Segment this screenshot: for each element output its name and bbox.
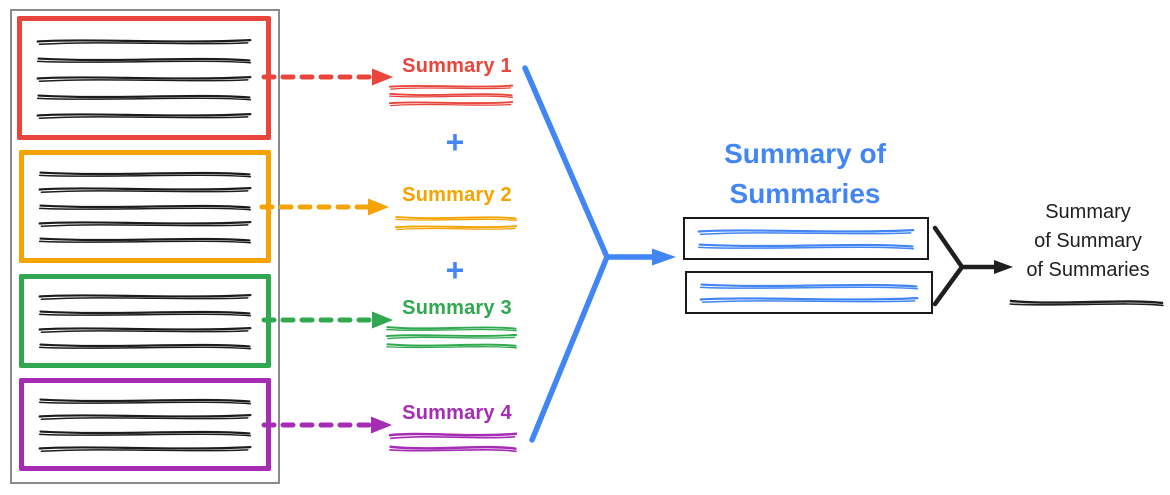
text-scribble-line bbox=[38, 446, 252, 453]
text-scribble-line bbox=[699, 283, 919, 290]
summary-3-scribble bbox=[385, 326, 518, 349]
doc-chunk-3 bbox=[19, 274, 271, 368]
merge-arrowhead bbox=[652, 248, 676, 266]
text-scribble-line bbox=[36, 38, 252, 45]
summary-3-label: Summary 3 bbox=[402, 297, 512, 319]
arrow-chunk3-to-summary3 bbox=[261, 311, 393, 329]
final-summary-scribble bbox=[1008, 299, 1165, 307]
summary-2-label: Summary 2 bbox=[402, 184, 512, 206]
arrow-chunk2-to-summary2 bbox=[259, 198, 389, 216]
arrow-chunk4-to-summary4 bbox=[261, 416, 392, 434]
summary-of-summaries-box-1 bbox=[683, 217, 929, 260]
summary-1-scribble bbox=[388, 84, 514, 107]
doc-chunk-4 bbox=[19, 378, 271, 471]
doc-chunk-1 bbox=[17, 16, 271, 140]
text-scribble-line bbox=[36, 112, 252, 119]
final-summary-line-1: Summary bbox=[1045, 201, 1131, 223]
final-merge-arrowhead bbox=[994, 260, 1013, 274]
final-merge-arrow bbox=[932, 225, 998, 307]
text-scribble-line bbox=[38, 310, 252, 318]
text-scribble-line bbox=[38, 398, 252, 405]
text-scribble-line bbox=[38, 326, 252, 333]
summary-of-summaries-box-2 bbox=[685, 271, 933, 314]
summary-1-label: Summary 1 bbox=[402, 55, 512, 77]
doc-chunk-2 bbox=[19, 150, 271, 263]
text-scribble-line bbox=[38, 237, 252, 245]
text-scribble-line bbox=[38, 414, 252, 421]
text-scribble-line bbox=[36, 57, 252, 64]
final-summary-line-3: of Summaries bbox=[1026, 259, 1150, 281]
text-scribble-line bbox=[38, 187, 252, 194]
text-scribble-line bbox=[38, 294, 252, 301]
text-scribble-line bbox=[38, 430, 252, 437]
text-scribble-line bbox=[36, 75, 252, 82]
text-scribble-line bbox=[38, 220, 252, 227]
summary-4-label: Summary 4 bbox=[402, 402, 512, 424]
text-scribble-line bbox=[697, 243, 915, 250]
summary-4-scribble bbox=[388, 432, 518, 453]
final-summary-label: Summary of Summary of Summaries bbox=[1013, 198, 1163, 285]
summary-of-summaries-title: Summary of Summaries bbox=[724, 138, 886, 209]
arrow-chunk1-to-summary1 bbox=[261, 68, 393, 86]
plus-operator-1: + bbox=[445, 124, 465, 160]
text-scribble-line bbox=[38, 171, 252, 178]
summary-2-scribble bbox=[394, 216, 518, 231]
text-scribble-line bbox=[36, 94, 252, 101]
plus-operator-2: + bbox=[445, 252, 465, 288]
merge-arrow bbox=[522, 65, 656, 443]
final-summary-line-2: of Summary bbox=[1034, 230, 1142, 252]
text-scribble-line bbox=[699, 297, 919, 304]
text-scribble-line bbox=[38, 343, 252, 350]
text-scribble-line bbox=[38, 204, 252, 211]
text-scribble-line bbox=[697, 229, 915, 236]
